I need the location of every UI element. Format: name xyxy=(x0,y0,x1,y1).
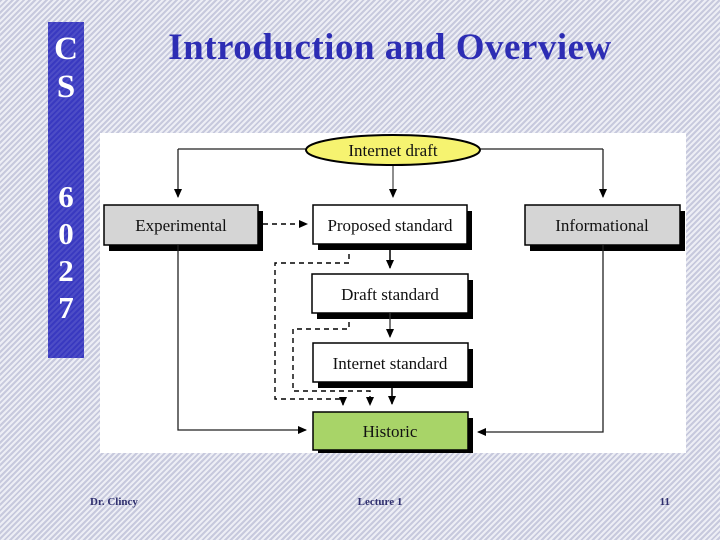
dashed-path-draft-to-historic xyxy=(292,313,374,406)
dashed-path-proposed-to-historic xyxy=(274,245,350,406)
historic-label: Historic xyxy=(363,422,418,441)
informational-box xyxy=(524,204,681,246)
internet-standard-label: Internet standard xyxy=(333,354,448,373)
internet-draft-label: Internet draft xyxy=(348,141,437,160)
proposed-standard-box xyxy=(312,204,468,245)
proposed-standard-label: Proposed standard xyxy=(327,216,453,235)
path-informational-to-historic xyxy=(477,245,604,436)
draft-standard-label: Draft standard xyxy=(341,285,439,304)
internet-standard-box xyxy=(312,342,469,383)
historic-box xyxy=(312,411,469,451)
informational-label: Informational xyxy=(555,216,649,235)
experimental-box xyxy=(103,204,259,246)
flowchart-svg: Internet draft Experimental Proposed sta… xyxy=(103,134,685,453)
slide-title: Introduction and Overview xyxy=(168,27,612,68)
course-letters: C S xyxy=(54,31,78,105)
course-sidebar: C S 6 0 2 7 xyxy=(48,22,84,358)
standards-process-diagram: Internet draft Experimental Proposed sta… xyxy=(100,133,686,453)
footer-author: Dr. Clincy xyxy=(90,496,138,508)
path-experimental-to-historic xyxy=(177,245,307,434)
footer-lecture: Lecture 1 xyxy=(357,496,403,508)
course-number: 6 0 2 7 xyxy=(58,179,74,325)
experimental-label: Experimental xyxy=(135,216,227,235)
footer-page-number: 11 xyxy=(659,496,670,508)
internet-draft-ellipse xyxy=(305,134,481,166)
